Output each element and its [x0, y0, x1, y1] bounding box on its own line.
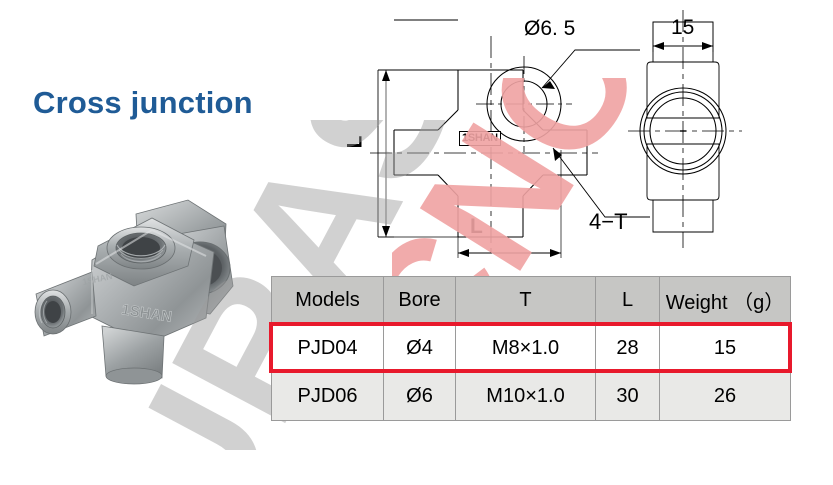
- width-dimension-annotation: 15: [671, 16, 695, 39]
- cell-thread: M8×1.0: [455, 324, 596, 373]
- col-header-weight: Weight （g）: [659, 276, 791, 325]
- cell-weight: 26: [659, 372, 791, 421]
- product-photo: 1SHAN 1SHAN: [34, 199, 234, 385]
- page-title: Cross junction: [33, 85, 253, 120]
- cell-model: PJD04: [271, 324, 384, 373]
- table-row[interactable]: PJD06 Ø6 M10×1.0 30 26: [271, 372, 791, 421]
- col-header-l: L: [595, 276, 660, 325]
- technical-drawing: [370, 10, 742, 258]
- col-header-models: Models: [271, 276, 384, 325]
- diameter-annotation: Ø6. 5: [524, 17, 576, 40]
- cell-bore: Ø6: [383, 372, 456, 421]
- cell-weight: 15: [659, 324, 791, 373]
- cell-bore: Ø4: [383, 324, 456, 373]
- table-row[interactable]: PJD04 Ø4 M8×1.0 28 15: [271, 324, 791, 373]
- thread-callout-annotation: 4−T: [589, 209, 628, 234]
- spec-table: Models Bore T L Weight （g） PJD04 Ø4 M8×1…: [271, 276, 791, 421]
- cell-length: 28: [595, 324, 660, 373]
- col-header-t: T: [455, 276, 596, 325]
- table-header-row: Models Bore T L Weight （g）: [271, 276, 791, 325]
- length-dimension-left: L: [343, 135, 367, 149]
- col-header-bore: Bore: [383, 276, 456, 325]
- cell-thread: M10×1.0: [455, 372, 596, 421]
- length-dimension-bottom: L: [470, 215, 483, 238]
- cell-model: PJD06: [271, 372, 384, 421]
- cell-length: 30: [595, 372, 660, 421]
- drawing-brand-tag: 1SHAN: [459, 131, 501, 146]
